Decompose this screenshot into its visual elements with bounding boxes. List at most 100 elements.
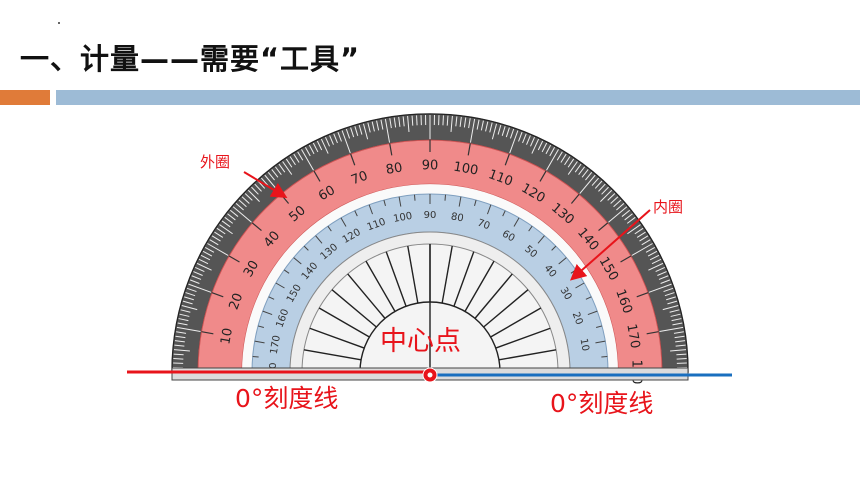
inner-tick [585,296,592,300]
outer-tick [180,309,191,313]
outer-tick [189,279,200,284]
outer-tick [214,231,224,238]
title-accent-bar-blue [56,90,860,105]
outer-tick [329,135,334,145]
outer-tick [191,275,202,280]
outer-tick [341,130,351,154]
outer-tick [651,258,662,265]
outer-tick [209,239,219,246]
outer-scale-number: 60 [316,183,338,204]
outer-tick [670,349,687,352]
outer-tick [367,122,371,133]
outer-ring-label: 外圈 [200,153,230,171]
inner-scale-number: 80 [450,211,464,224]
center-spoke [407,245,419,304]
outer-tick [621,209,631,217]
inner-scale-number: 60 [500,229,517,245]
outer-scale-number: 10 [218,327,236,346]
center-spoke [309,327,365,349]
outer-tick [358,124,363,135]
outer-tick [522,133,527,144]
inner-scale-number: 70 [476,218,492,233]
outer-tick [598,183,606,192]
inner-tick [315,235,323,244]
outer-tick [182,300,193,305]
outer-tick [549,146,556,157]
inner-tick [383,199,386,206]
outer-major-tick [539,170,547,182]
center-spoke [464,260,495,312]
outer-major-tick [504,153,510,166]
outer-tick [578,166,586,176]
outer-tick [627,224,641,235]
outer-tick [216,227,226,235]
outer-tick [450,115,453,132]
outer-tick [501,126,506,136]
outer-major-tick [313,170,321,182]
outer-major-tick [350,153,356,166]
center-spoke [385,251,407,307]
outer-tick [188,283,212,293]
outer-tick [564,156,571,166]
outer-tick [616,203,625,211]
inner-tick [283,269,290,274]
outer-tick [545,144,552,155]
outer-tick [647,250,658,257]
outer-tick [179,313,190,317]
outer-tick [560,153,567,163]
outer-tick [297,151,304,161]
outer-major-tick [389,143,393,156]
outer-tick [207,243,229,256]
zero-line-label-left: 0°刻度线 [235,384,338,413]
outer-tick [505,127,510,138]
outer-tick [675,344,686,347]
outer-tick [407,115,410,132]
outer-major-tick [570,193,580,204]
outer-tick [316,140,323,151]
outer-tick [282,161,293,175]
outer-tick [254,183,262,192]
outer-tick [600,189,613,202]
center-spoke [474,273,513,319]
outer-tick [567,158,575,168]
outer-tick [176,331,187,334]
outer-tick [402,116,405,127]
outer-tick [304,146,311,157]
center-spoke [453,251,475,307]
outer-tick [393,117,397,128]
outer-scale-number: 20 [227,291,247,312]
outer-tick [664,292,675,297]
inner-scale-number: 10 [578,338,591,352]
outer-tick [648,262,664,271]
outer-tick [185,292,196,297]
annotations: 外圈 内圈 中心点 0°刻度线 0°刻度线 [200,153,683,418]
outer-tick [193,271,203,276]
outer-tick [579,174,596,194]
outer-tick [489,122,493,133]
inner-tick [558,257,567,265]
outer-tick [354,126,359,136]
outer-tick [672,322,683,326]
outer-tick [491,123,497,140]
outer-tick [251,186,259,195]
outer-tick [227,213,236,221]
outer-tick [660,279,671,284]
outer-tick [546,149,559,171]
outer-tick [670,313,681,317]
outer-tick [601,186,609,195]
outer-tick [376,120,380,131]
outer-tick [658,275,669,280]
outer-tick [416,115,418,126]
inner-tick [268,296,275,300]
inner-tick [444,194,447,201]
inner-scale-number: 20 [570,311,585,327]
outer-tick [541,142,548,153]
outer-tick [469,118,476,143]
inner-tick [327,225,332,232]
outer-tick [610,196,619,204]
protractor: 0102030405060708090100110120130140150160… [127,113,732,384]
outer-tick [224,216,234,224]
outer-major-tick [467,143,471,156]
outer-tick [459,116,462,127]
